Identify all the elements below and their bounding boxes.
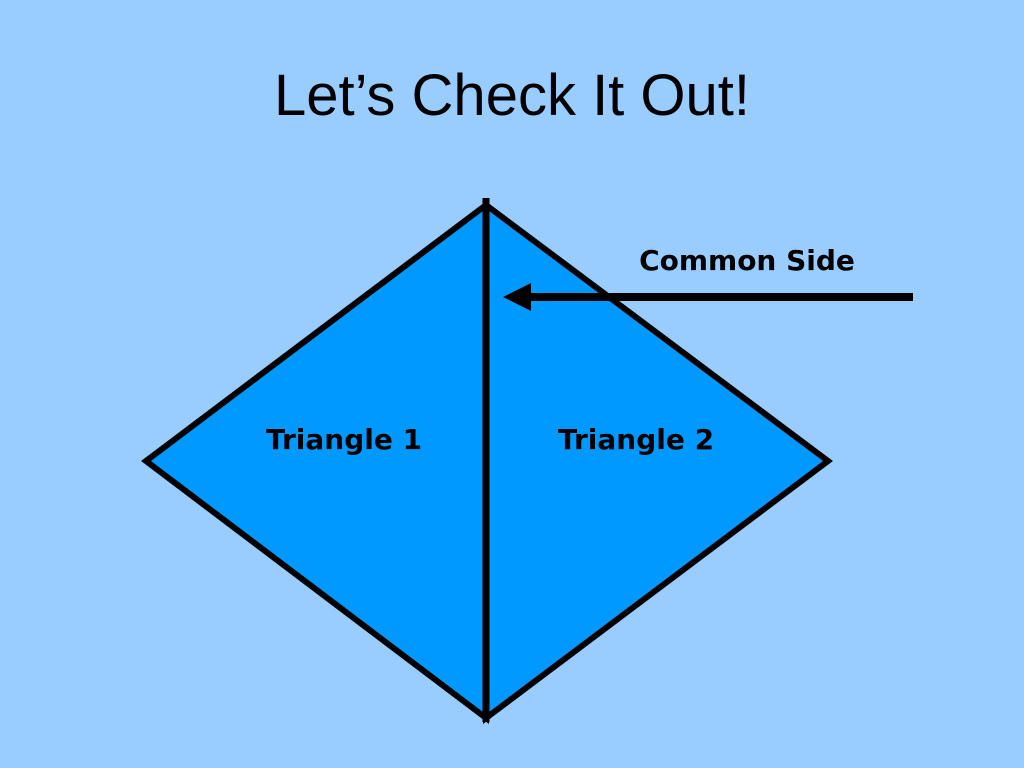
slide-title: Let’s Check It Out! <box>273 63 751 128</box>
triangle-1-shape <box>141 198 489 725</box>
common-side-label: Common Side <box>639 244 855 277</box>
triangle-2-shape <box>483 199 834 725</box>
triangle-1-label: Triangle 1 <box>266 423 422 456</box>
arrow-head-icon <box>503 283 531 311</box>
triangle-2-label: Triangle 2 <box>558 423 714 456</box>
